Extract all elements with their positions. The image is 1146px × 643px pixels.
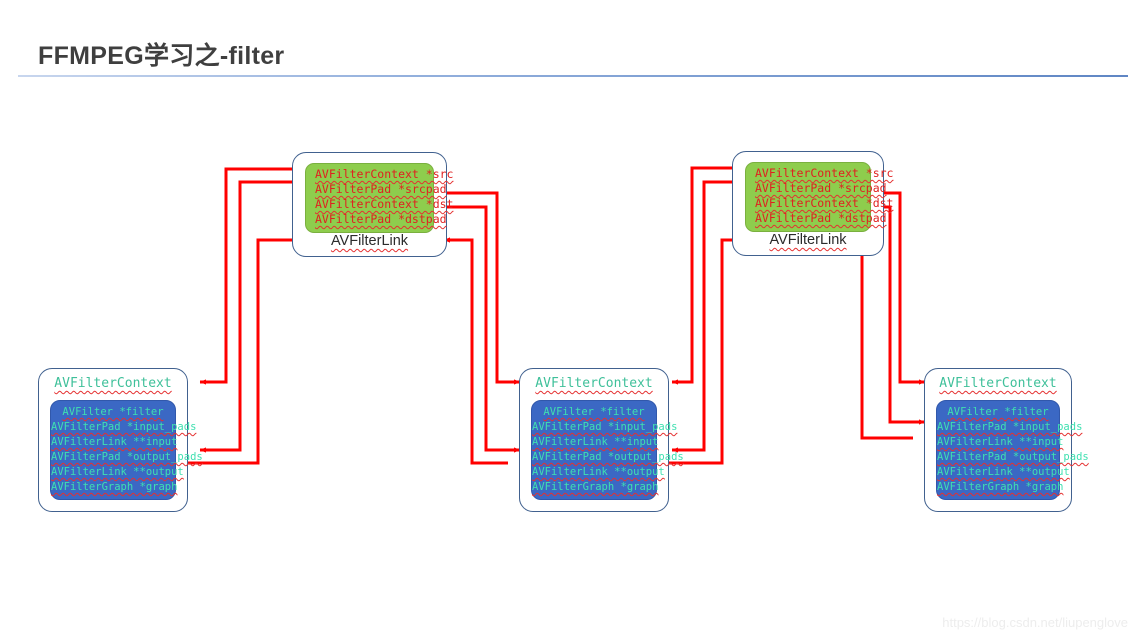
field-filter: AVFilter *filter xyxy=(947,406,1049,418)
field-dst: AVFilterContext *dst xyxy=(315,197,454,211)
field-dstpad: AVFilterPad *dstpad xyxy=(315,212,447,226)
wire-context-middle-input-to-link-left xyxy=(443,237,508,465)
wire-link-left-dst-to-context-middle xyxy=(447,191,521,385)
field-input: AVFilterLink **input xyxy=(532,436,659,448)
field-srcpad: AVFilterPad *srcpad xyxy=(755,181,887,195)
field-input: AVFilterLink **input xyxy=(51,436,178,448)
field-graph: AVFilterGraph *graph xyxy=(937,481,1064,493)
avfiltercontext-middle-title: AVFilterContext xyxy=(535,376,653,391)
avfilterlink-left-fields: AVFilterContext *src AVFilterPad *srcpad… xyxy=(305,163,454,233)
field-output: AVFilterLink **output xyxy=(51,466,184,478)
field-output: AVFilterLink **output xyxy=(937,466,1070,478)
field-src: AVFilterContext *src xyxy=(755,166,894,180)
wire-context-left-output-to-link-left xyxy=(188,237,301,465)
field-graph: AVFilterGraph *graph xyxy=(51,481,178,493)
avfiltercontext-right-title: AVFilterContext xyxy=(939,376,1057,391)
wire-link-left-dstpad-to-context-middle xyxy=(447,205,521,453)
field-graph: AVFilterGraph *graph xyxy=(532,481,659,493)
field-filter: AVFilter *filter xyxy=(543,406,645,418)
wire-link-left-src-to-context-left xyxy=(199,167,292,385)
wire-context-middle-output-to-link-right xyxy=(660,237,741,465)
avfilterlink-right-label: AVFilterLink xyxy=(769,232,847,248)
avfiltercontext-middle-card[interactable]: AVFilterContext AVFilter *filter AVFilte… xyxy=(519,368,684,512)
field-output: AVFilterLink **output xyxy=(532,466,665,478)
field-output-pads: AVFilterPad *output_pads xyxy=(51,451,203,463)
field-output-pads: AVFilterPad *output_pads xyxy=(937,451,1089,463)
avfiltercontext-right-card[interactable]: AVFilterContext AVFilter *filter AVFilte… xyxy=(924,368,1089,512)
wire-link-right-dst-to-context-right xyxy=(875,191,926,385)
watermark: https://blog.csdn.net/liupenglove xyxy=(942,615,1128,630)
title-divider xyxy=(18,75,1128,77)
wire-link-right-srcpad-to-context-middle xyxy=(671,180,732,453)
wire-link-left-srcpad-to-context-left xyxy=(199,180,292,453)
field-src: AVFilterContext *src xyxy=(315,167,454,181)
field-input: AVFilterLink **input xyxy=(937,436,1064,448)
field-output-pads: AVFilterPad *output_pads xyxy=(532,451,684,463)
avfiltercontext-right-fields: AVFilter *filter AVFilterPad *input_pads… xyxy=(936,400,1089,500)
avfilterlink-right-card[interactable]: AVFilterContext *src AVFilterPad *srcpad… xyxy=(732,151,894,256)
wire-context-right-input-to-link-right xyxy=(860,237,913,440)
avfiltercontext-left-card[interactable]: AVFilterContext AVFilter *filter AVFilte… xyxy=(38,368,203,512)
wire-link-right-src-to-context-middle xyxy=(671,166,732,385)
field-input-pads: AVFilterPad *input_pads xyxy=(51,421,197,433)
field-dstpad: AVFilterPad *dstpad xyxy=(755,211,887,225)
field-srcpad: AVFilterPad *srcpad xyxy=(315,182,447,196)
avfilterlink-left-card[interactable]: AVFilterContext *src AVFilterPad *srcpad… xyxy=(292,152,454,257)
field-dst: AVFilterContext *dst xyxy=(755,196,894,210)
avfiltercontext-left-title: AVFilterContext xyxy=(54,376,172,391)
avfiltercontext-middle-fields: AVFilter *filter AVFilterPad *input_pads… xyxy=(531,400,684,500)
field-input-pads: AVFilterPad *input_pads xyxy=(532,421,678,433)
field-filter: AVFilter *filter xyxy=(62,406,164,418)
avfilterlink-right-fields: AVFilterContext *src AVFilterPad *srcpad… xyxy=(745,162,894,232)
field-input-pads: AVFilterPad *input_pads xyxy=(937,421,1083,433)
page-title: FFMPEG学习之-filter xyxy=(38,42,285,70)
avfiltercontext-left-fields: AVFilter *filter AVFilterPad *input_pads… xyxy=(50,400,203,500)
avfilterlink-left-label: AVFilterLink xyxy=(330,233,409,249)
